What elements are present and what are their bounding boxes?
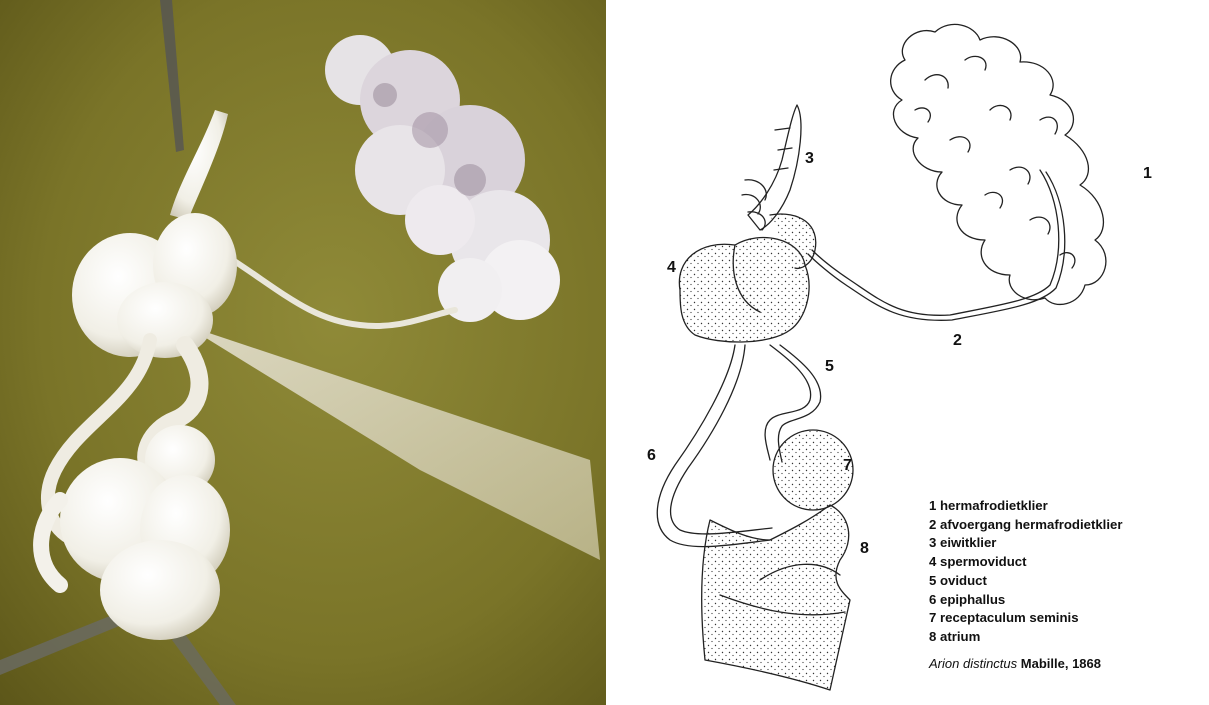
species-author: Mabille, 1868 <box>1021 656 1101 671</box>
legend-item: 7 receptaculum seminis <box>929 609 1122 628</box>
label-7: 7 <box>843 457 852 474</box>
legend-item: 2 afvoergang hermafrodietklier <box>929 516 1122 535</box>
label-5: 5 <box>825 358 834 375</box>
label-4: 4 <box>667 259 676 276</box>
legend-list: 1 hermafrodietklier 2 afvoergang hermafr… <box>929 497 1122 647</box>
legend-item: 4 spermoviduct <box>929 553 1122 572</box>
drawing-receptaculum <box>773 430 853 510</box>
legend-item: 1 hermafrodietklier <box>929 497 1122 516</box>
legend-item: 5 oviduct <box>929 572 1122 591</box>
photo-background <box>0 0 606 705</box>
species-caption: Arion distinctus Mabille, 1868 <box>929 656 1101 671</box>
legend-item: 3 eiwitklier <box>929 534 1122 553</box>
legend-item: 8 atrium <box>929 628 1122 647</box>
legend-item: 6 epiphallus <box>929 591 1122 610</box>
species-name: Arion distinctus <box>929 656 1017 671</box>
label-6: 6 <box>647 447 656 464</box>
label-3: 3 <box>805 150 814 167</box>
dissection-photo <box>0 0 606 705</box>
label-8: 8 <box>860 540 869 557</box>
label-1: 1 <box>1143 165 1152 182</box>
label-2: 2 <box>953 332 962 349</box>
